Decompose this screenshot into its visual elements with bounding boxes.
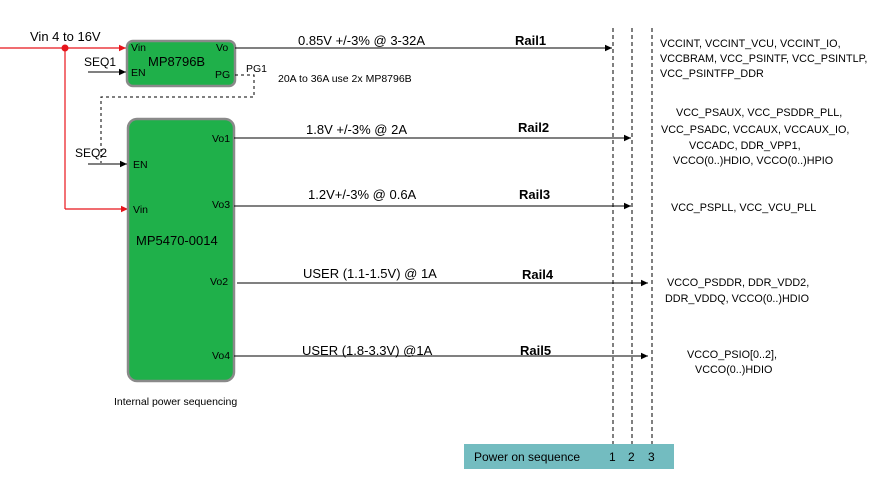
- chip2-note: Internal power sequencing: [114, 396, 237, 408]
- seq2-label: SEQ2: [75, 146, 107, 160]
- vin-junction-dot: [61, 44, 69, 52]
- rail1-load-line: VCCINT, VCCINT_VCU, VCCINT_IO,: [660, 38, 841, 50]
- rail1-load-line: VCCBRAM, VCC_PSINTF, VCC_PSINTLP,: [660, 53, 867, 65]
- rail2-load-line: VCCO(0..)HDIO, VCCO(0..)HPIO: [673, 155, 833, 167]
- rail3-load-line: VCC_PSPLL, VCC_VCU_PLL: [671, 202, 816, 214]
- chip2-pin-en: EN: [133, 159, 148, 171]
- rail1-loads: VCCINT, VCCINT_VCU, VCCINT_IO, VCCBRAM, …: [660, 38, 867, 80]
- chip2-pin-vo2: Vo2: [210, 276, 228, 288]
- rail2-loads: VCC_PSAUX, VCC_PSDDR_PLL, VCC_PSADC, VCC…: [661, 107, 849, 167]
- rail2-load-line: VCC_PSAUX, VCC_PSDDR_PLL,: [676, 107, 842, 119]
- chip1-pin-vo: Vo: [216, 42, 228, 54]
- rail3-spec: 1.2V+/-3% @ 0.6A: [308, 187, 417, 202]
- rail3-name: Rail3: [519, 187, 550, 202]
- rail4-spec: USER (1.1-1.5V) @ 1A: [303, 266, 437, 281]
- rail2-load-line: VCCADC, DDR_VPP1,: [689, 140, 801, 152]
- vin-wiring: [0, 44, 128, 213]
- rail4-load-line: VCCO_PSDDR, DDR_VDD2,: [667, 277, 809, 289]
- chip2-name: MP5470-0014: [136, 233, 218, 248]
- sequence-lines: [612, 28, 653, 444]
- rail2-load-line: VCC_PSADC, VCCAUX, VCCAUX_IO,: [661, 124, 849, 136]
- rail4-name: Rail4: [522, 267, 554, 282]
- legend-step-1: 1: [609, 450, 616, 464]
- chip1-name: MP8796B: [148, 54, 205, 69]
- rail4-loads: VCCO_PSDDR, DDR_VDD2, DDR_VDDQ, VCCO(0..…: [665, 277, 809, 305]
- legend-step-2: 2: [628, 450, 635, 464]
- chip2-pin-vo4: Vo4: [212, 350, 230, 362]
- chip1-box: [125, 39, 237, 88]
- rail1-spec: 0.85V +/-3% @ 3-32A: [298, 33, 425, 48]
- rail2-spec: 1.8V +/-3% @ 2A: [306, 122, 407, 137]
- rail4-load-line: DDR_VDDQ, VCCO(0..)HDIO: [665, 293, 809, 305]
- legend-step-3: 3: [648, 450, 655, 464]
- chip1-pin-vin: Vin: [131, 42, 146, 54]
- rail5-loads: VCCO_PSIO[0..2], VCCO(0..)HDIO: [687, 349, 777, 376]
- pg1-label: PG1: [246, 63, 267, 75]
- rail1-name: Rail1: [515, 33, 546, 48]
- chip2-pin-vo1: Vo1: [212, 133, 230, 145]
- legend-box: [464, 444, 674, 469]
- rail2-name: Rail2: [518, 120, 549, 135]
- sequence-legend: Power on sequence 1 2 3: [464, 444, 674, 469]
- rail3-loads: VCC_PSPLL, VCC_VCU_PLL: [671, 202, 816, 214]
- chip1-note: 20A to 36A use 2x MP8796B: [278, 73, 412, 85]
- chip1-pin-en: EN: [131, 67, 146, 79]
- chip1-pin-pg: PG: [215, 69, 230, 81]
- rail5-load-line: VCCO(0..)HDIO: [695, 364, 772, 376]
- pg1-feedback-wire: [100, 74, 255, 163]
- rail5-spec: USER (1.8-3.3V) @1A: [302, 343, 433, 358]
- rail1-load-line: VCC_PSINTFP_DDR: [660, 68, 764, 80]
- chip2-pin-vo3: Vo3: [212, 199, 230, 211]
- chip2-pin-vin: Vin: [133, 204, 148, 216]
- vin-label: Vin 4 to 16V: [30, 29, 101, 44]
- chip2-box: [126, 117, 236, 383]
- rail5-load-line: VCCO_PSIO[0..2],: [687, 349, 777, 361]
- legend-label: Power on sequence: [474, 450, 580, 464]
- seq1-label: SEQ1: [84, 55, 116, 69]
- rail5-name: Rail5: [520, 343, 551, 358]
